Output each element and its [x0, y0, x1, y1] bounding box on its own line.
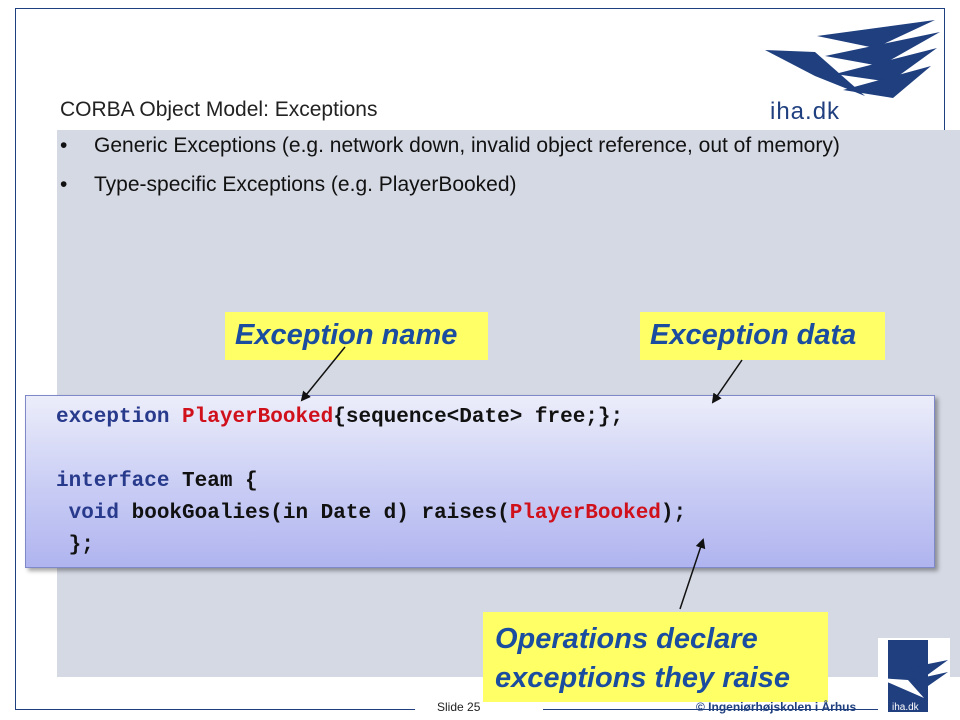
code-text-segment: Team { — [182, 470, 258, 493]
bullet-text: Generic Exceptions (e.g. network down, i… — [94, 134, 840, 157]
code-text-segment: ); — [660, 502, 687, 525]
code-keyword: void — [56, 502, 132, 525]
slide-title: CORBA Object Model: Exceptions — [60, 98, 378, 121]
code-text-segment: bookGoalies(in Date d) raises( — [131, 502, 510, 525]
copyright-text: © Ingeniørhøjskolen i Århus — [696, 700, 857, 714]
code-text-segment: }; — [56, 534, 94, 557]
code-exception-name: PlayerBooked — [509, 502, 661, 525]
logo-text: iha.dk — [770, 98, 841, 125]
bullet-item: • Generic Exceptions (e.g. network down,… — [58, 130, 858, 161]
iha-badge: iha.dk — [878, 638, 950, 714]
iha-badge-icon: iha.dk — [878, 640, 948, 713]
iha-logo-icon — [765, 20, 940, 98]
code-block: exception PlayerBooked{sequence<Date> fr… — [25, 395, 935, 568]
bullet-glyph: • — [60, 134, 68, 157]
bullet-list: • Generic Exceptions (e.g. network down,… — [58, 130, 858, 208]
slide-number: Slide 25 — [437, 700, 481, 714]
code-text: exception PlayerBooked{sequence<Date> fr… — [56, 402, 686, 562]
bullet-text: Type-specific Exceptions (e.g. PlayerBoo… — [94, 173, 517, 196]
callout-line: exceptions they raise — [495, 662, 790, 694]
callout-line: Operations declare — [495, 623, 758, 655]
bullet-glyph: • — [60, 173, 68, 196]
badge-text: iha.dk — [892, 702, 920, 713]
code-keyword: exception — [56, 406, 183, 429]
code-text-segment: {sequence<Date> free;}; — [333, 406, 624, 429]
exception-name-callout: Exception name — [225, 312, 488, 360]
operations-callout: Operations declare exceptions they raise — [483, 612, 828, 702]
footer-slide-box — [415, 703, 543, 720]
exception-data-callout: Exception data — [640, 312, 885, 360]
code-exception-name: PlayerBooked — [182, 406, 334, 429]
code-keyword: interface — [56, 470, 183, 493]
bullet-item: • Type-specific Exceptions (e.g. PlayerB… — [58, 169, 858, 200]
